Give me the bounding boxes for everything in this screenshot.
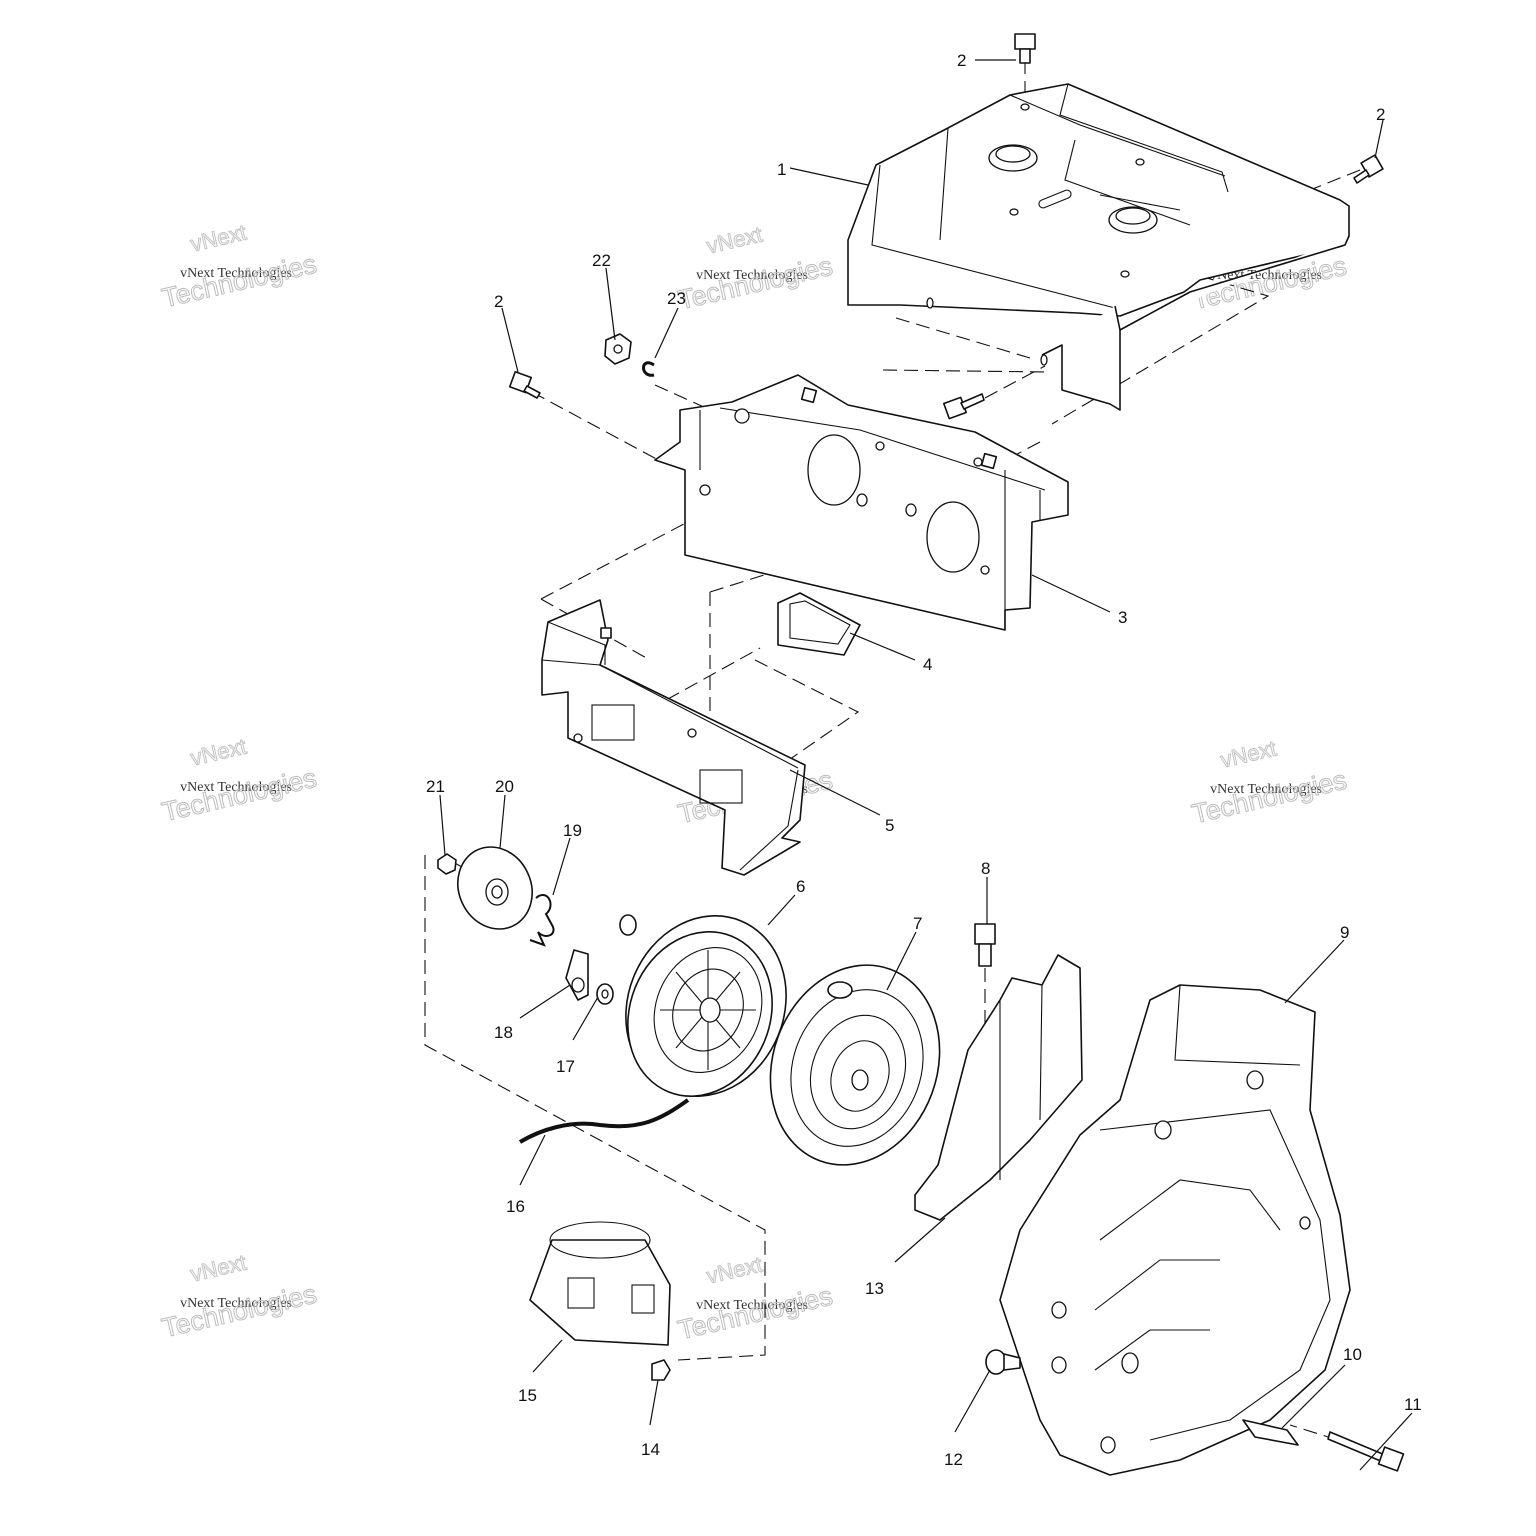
part-11-long-bolt [1327, 1431, 1405, 1472]
callout-18: 18 [494, 1023, 513, 1042]
watermark-line: vNext Technologies [180, 266, 292, 281]
watermark-top-left: vNext vNext Technologies Technologies [159, 219, 320, 314]
callout-19: 19 [563, 821, 582, 840]
callout-3: 3 [1118, 608, 1127, 627]
callout-6: 6 [796, 877, 805, 896]
callout-11: 11 [1404, 1395, 1422, 1414]
part-7-recoil-spring [769, 964, 941, 1166]
watermark-mid-left: vNext vNext Technologies Technologies [159, 733, 320, 828]
watermark-brand: vNext [704, 1252, 764, 1289]
watermark-line: vNext Technologies [696, 268, 808, 283]
part-1-top-shroud [847, 83, 1350, 411]
watermark-word: Technologies [159, 1279, 319, 1344]
part-15-starter-cup [529, 1221, 671, 1346]
bolt-2-top [1014, 33, 1036, 64]
callout-5: 5 [885, 816, 894, 835]
callout-2-left: 2 [494, 292, 503, 311]
callout-numbers: 2 2 2 1 22 23 3 4 5 21 20 19 6 7 8 9 18 … [426, 51, 1422, 1469]
callout-13: 13 [865, 1279, 884, 1298]
part-14-bolt [651, 1359, 671, 1381]
nut-22 [604, 333, 632, 365]
watermark-word: Technologies [159, 763, 319, 828]
watermark-mid-right: vNext vNext Technologies Technologies [1189, 735, 1350, 830]
callout-10: 10 [1343, 1345, 1362, 1364]
watermark-brand: vNext [188, 734, 248, 771]
part-6-starter-pulley [619, 914, 787, 1097]
callout-8: 8 [981, 859, 990, 878]
watermark-line: vNext Technologies [180, 780, 292, 795]
callout-20: 20 [495, 777, 514, 796]
callout-22: 22 [592, 251, 611, 270]
callout-17: 17 [556, 1057, 575, 1076]
watermark-word: Technologies [675, 251, 835, 316]
part-10-clip [1242, 1419, 1299, 1446]
bolt-2-right [1353, 154, 1384, 184]
watermark-line: vNext Technologies [180, 1296, 292, 1311]
watermark-brand: vNext [1218, 736, 1278, 773]
watermark-brand: vNext [188, 1250, 248, 1287]
part-13-bracket [914, 954, 1083, 1221]
callout-23: 23 [667, 289, 686, 308]
part-17-bushing [596, 983, 614, 1005]
part-19-spring-clip [529, 894, 555, 947]
part-12-screw [985, 1349, 1021, 1375]
lock-washer-23 [642, 361, 655, 377]
callout-21: 21 [426, 777, 445, 796]
part-20-pulley-plate [457, 846, 533, 930]
watermark-word: Technologies [675, 1281, 835, 1346]
callout-16: 16 [506, 1197, 525, 1216]
callout-12: 12 [944, 1450, 963, 1469]
callout-15: 15 [518, 1386, 537, 1405]
callout-1: 1 [777, 160, 786, 179]
watermark-bottom-middle: vNext vNext Technologies Technologies [675, 1251, 836, 1346]
watermark-line: vNext Technologies [1210, 782, 1322, 797]
callout-2-top: 2 [957, 51, 966, 70]
watermark-brand: vNext [704, 222, 764, 259]
bolt-shroud-center [943, 393, 985, 420]
watermark-bottom-left: vNext vNext Technologies Technologies [159, 1249, 320, 1344]
watermark-word: Technologies [1189, 765, 1349, 830]
callout-9: 9 [1340, 923, 1349, 942]
watermark-line: vNext Technologies [696, 1298, 808, 1313]
callout-14: 14 [641, 1440, 660, 1459]
watermark-top-middle: vNext vNext Technologies Technologies [675, 221, 836, 316]
part-18-ratchet [565, 949, 589, 1001]
part-4-gasket [777, 592, 861, 656]
watermark-word: Technologies [159, 249, 319, 314]
watermark-brand: vNext [188, 220, 248, 257]
part-8-bolt [974, 923, 996, 967]
bolt-2-left [508, 370, 541, 399]
callout-4: 4 [923, 655, 932, 674]
callout-7: 7 [913, 914, 922, 933]
part-16-starter-rope [518, 1098, 690, 1144]
part-9-fan-housing [999, 984, 1351, 1476]
part-3-bracket [654, 374, 1069, 631]
callout-2-right: 2 [1376, 105, 1385, 124]
part-21-nut [437, 853, 457, 875]
part-5-lower-bracket [541, 599, 806, 876]
leader-lines [439, 59, 1413, 1471]
